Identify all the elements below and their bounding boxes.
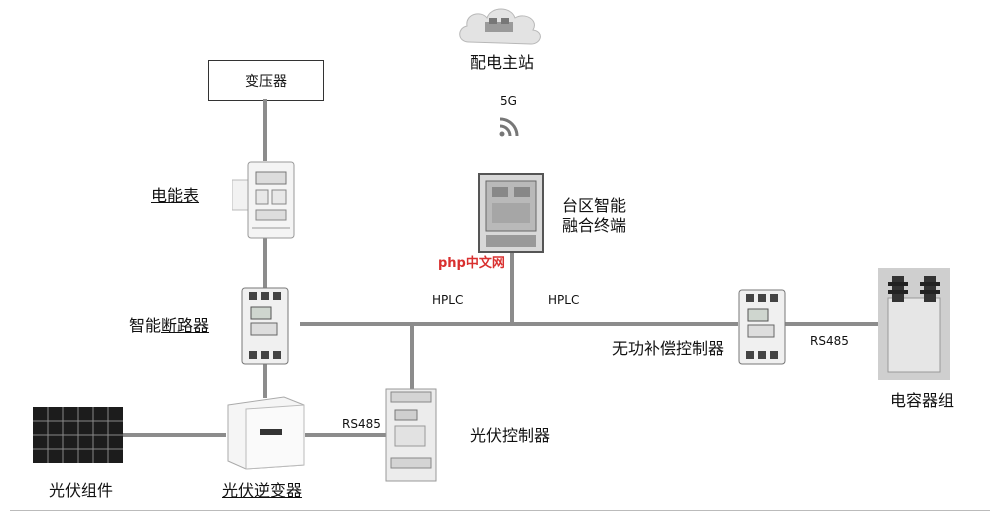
smart-breaker-prefix: 智能 <box>129 316 162 335</box>
wire-pv-controller-up <box>410 322 414 392</box>
smart-breaker-label: 智能断路器 <box>129 318 209 334</box>
smart-breaker-icon <box>241 287 289 365</box>
wire-module-inverter <box>122 433 226 437</box>
wire-transformer-meter <box>263 99 267 161</box>
transformer-label: 变压器 <box>245 73 287 90</box>
terminal-label-line2: 融合终端 <box>562 216 627 235</box>
pv-controller-icon <box>385 388 437 482</box>
pv-inverter-label: 光伏逆变器 <box>222 481 303 500</box>
fusion-terminal-icon <box>478 173 544 253</box>
cloud-server-icon <box>459 8 541 45</box>
capacitor-bank-icon <box>878 268 950 380</box>
energy-meter-icon <box>232 161 295 239</box>
wifi-signal-icon <box>499 117 519 137</box>
pv-panel-icon <box>33 407 123 463</box>
hplc-label-left: HPLC <box>432 293 464 307</box>
pv-controller-label: 光伏控制器 <box>470 426 551 445</box>
rs485-label-right: RS485 <box>810 334 849 348</box>
hplc-label-right: HPLC <box>548 293 580 307</box>
transformer-box: 变压器 <box>208 60 324 101</box>
capacitor-bank-label: 电容器组 <box>890 391 955 410</box>
rs485-label-left: RS485 <box>342 417 381 431</box>
energy-meter-label: 电能表 <box>151 186 200 205</box>
master-station-label: 配电主站 <box>470 53 535 72</box>
pv-inverter-icon <box>227 396 305 470</box>
var-controller-icon <box>738 289 786 365</box>
footer-divider <box>10 510 990 511</box>
smart-breaker-underlined: 断路器 <box>161 316 210 335</box>
wire-breaker-inverter <box>263 364 267 398</box>
wire-terminal-down <box>510 253 514 325</box>
wire-meter-breaker <box>263 238 267 288</box>
wire-bus-right <box>785 322 880 326</box>
pv-module-label: 光伏组件 <box>49 481 114 500</box>
wire-bus-horizontal <box>300 322 738 326</box>
signal-5g-label: 5G <box>500 94 517 108</box>
wire-inverter-controller <box>305 433 387 437</box>
watermark-text: php中文网 <box>438 256 505 271</box>
terminal-label-line1: 台区智能 <box>562 196 627 215</box>
var-controller-label: 无功补偿控制器 <box>612 339 725 358</box>
